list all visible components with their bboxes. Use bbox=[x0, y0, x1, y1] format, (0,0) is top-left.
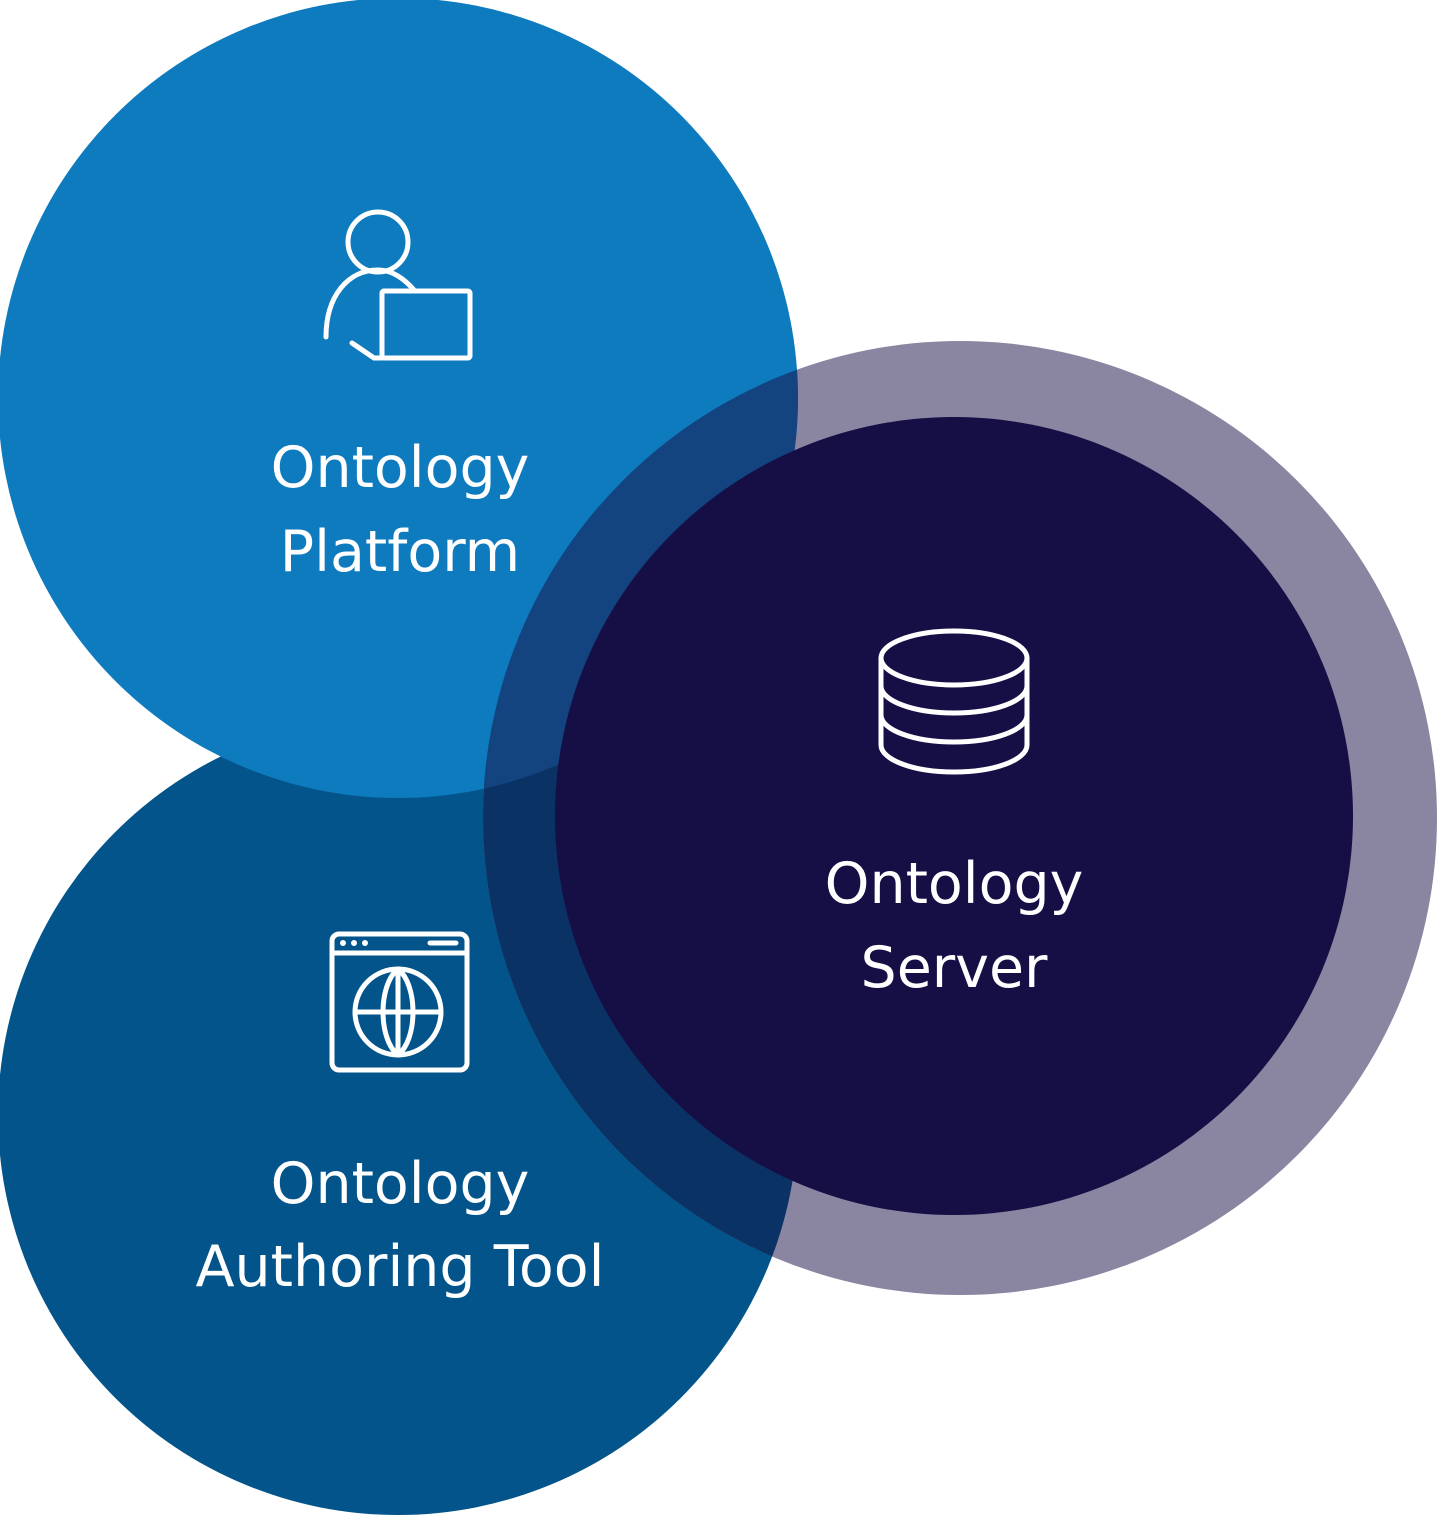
person-with-laptop-icon bbox=[323, 209, 473, 361]
authoring-label-line1: Ontology bbox=[271, 1151, 530, 1217]
overlap-platform-server bbox=[483, 341, 798, 798]
server-label-line1: Ontology bbox=[825, 851, 1084, 917]
browser-window-dots bbox=[340, 940, 368, 946]
browser-globe-icon bbox=[329, 931, 470, 1073]
server-label-line2: Server bbox=[861, 935, 1048, 1001]
authoring-label-line2: Authoring Tool bbox=[196, 1234, 605, 1300]
platform-label-line1: Ontology bbox=[271, 435, 530, 501]
database-icon bbox=[878, 628, 1030, 775]
platform-label-line2: Platform bbox=[280, 519, 520, 585]
server-core bbox=[555, 417, 1353, 1215]
